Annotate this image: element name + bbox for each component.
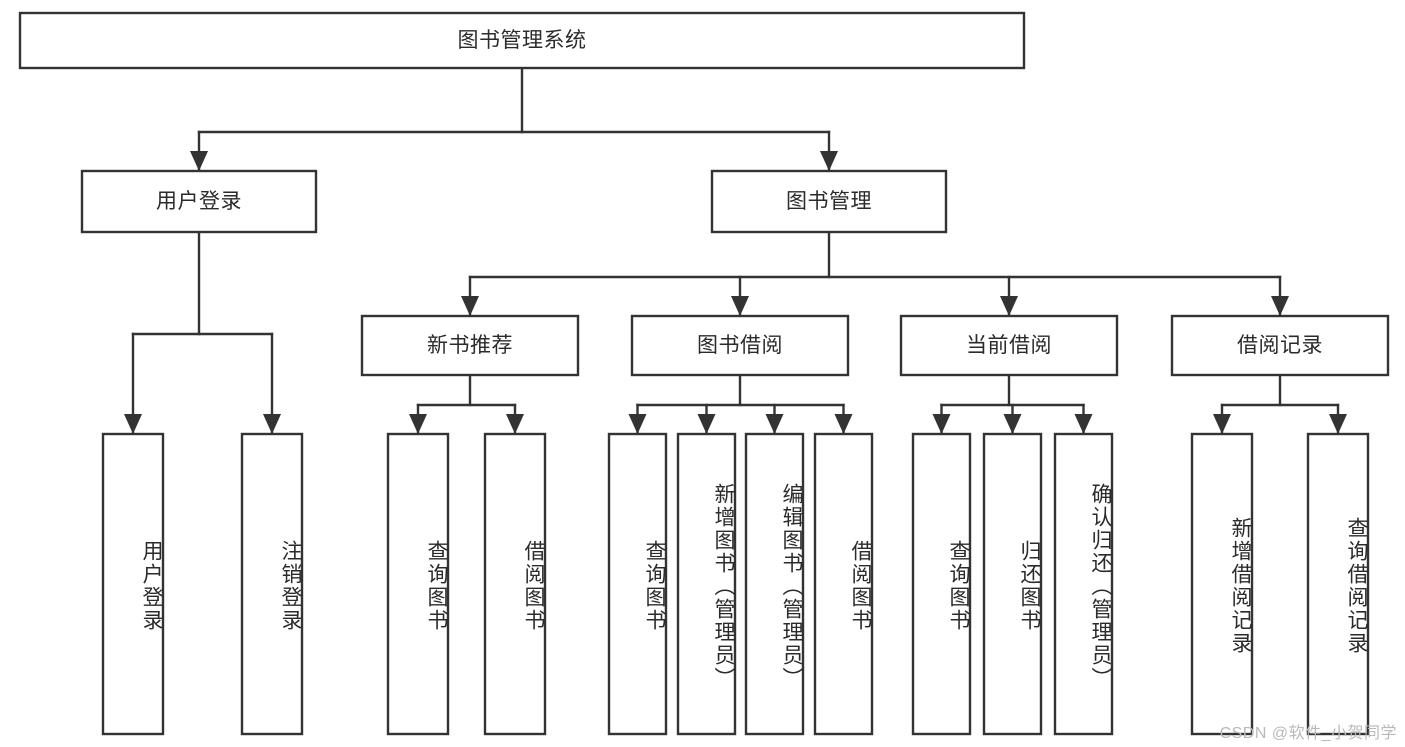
node-box-leaf-current-query-book[interactable]	[911, 432, 972, 736]
node-box-current-borrow[interactable]	[899, 314, 1119, 377]
node-box-leaf-record-add[interactable]	[1190, 432, 1254, 736]
arrow-head-leaf-user-login	[124, 414, 142, 434]
node-box-new-book-recommend[interactable]	[360, 314, 580, 377]
arrow-head-leaf-record-add	[1213, 414, 1231, 434]
node-box-book-borrow[interactable]	[630, 314, 850, 377]
arrow-head-borrow-record	[1271, 296, 1289, 316]
connector-layer	[124, 66, 1347, 435]
arrow-head-leaf-current-confirm-return	[1074, 414, 1093, 434]
node-box-leaf-borrow-add-book[interactable]	[676, 432, 737, 736]
node-box-leaf-rec-borrow-book[interactable]	[483, 432, 547, 736]
node-box-leaf-borrow-edit-book[interactable]	[744, 432, 805, 736]
arrow-head-leaf-borrow-query-book	[628, 414, 647, 434]
node-box-book-manage[interactable]	[710, 169, 948, 234]
node-box-borrow-record[interactable]	[1170, 314, 1390, 377]
arrow-head-leaf-current-query-book	[932, 414, 951, 434]
arrow-head-leaf-record-query	[1329, 414, 1347, 434]
node-box-user-login[interactable]	[80, 169, 318, 234]
arrow-head-current-borrow	[1000, 296, 1018, 316]
node-box-leaf-record-query[interactable]	[1306, 432, 1370, 736]
arrow-head-leaf-borrow-borrow-book	[834, 414, 853, 434]
arrow-head-leaf-borrow-add-book	[697, 414, 716, 434]
node-box-leaf-borrow-borrow-book[interactable]	[813, 432, 874, 736]
watermark-text: CSDN @软件_小贺同学	[1219, 725, 1397, 742]
node-box-leaf-current-return-book[interactable]	[982, 432, 1043, 736]
node-box-leaf-current-confirm-return[interactable]	[1053, 432, 1114, 736]
arrow-head-leaf-user-logout	[263, 414, 281, 434]
arrow-head-leaf-rec-borrow-book	[506, 414, 524, 434]
node-box-leaf-borrow-query-book[interactable]	[607, 432, 668, 736]
arrow-head-user-login	[190, 151, 208, 171]
node-box-layer	[18, 11, 1390, 736]
arrow-head-book-manage	[820, 151, 838, 171]
arrow-head-leaf-borrow-edit-book	[765, 414, 784, 434]
node-box-leaf-rec-query-book[interactable]	[386, 432, 450, 736]
arrow-head-leaf-rec-query-book	[409, 414, 427, 434]
arrow-head-book-borrow	[731, 296, 749, 316]
node-box-root[interactable]	[18, 11, 1026, 70]
node-box-leaf-user-logout[interactable]	[240, 432, 304, 736]
arrow-head-leaf-current-return-book	[1003, 414, 1022, 434]
arrow-head-new-book-recommend	[461, 296, 479, 316]
node-box-leaf-user-login[interactable]	[101, 432, 165, 736]
